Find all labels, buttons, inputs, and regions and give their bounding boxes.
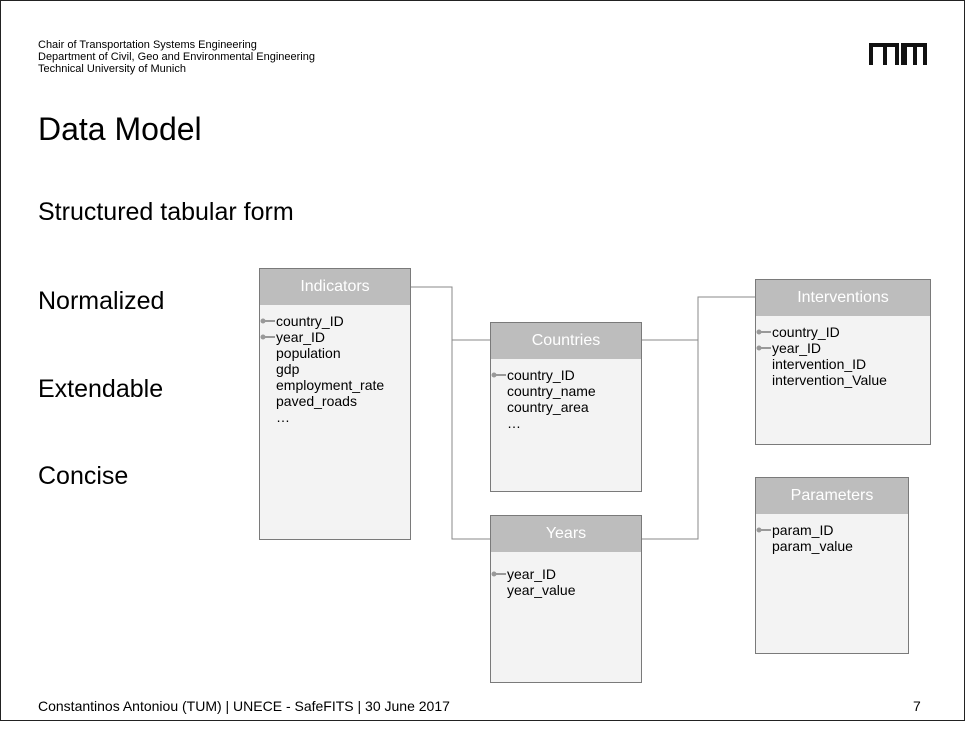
slide-title: Data Model [38,111,202,147]
tum-logo [869,43,927,65]
field-row: … [507,415,521,431]
field-row: country_ID [491,367,641,383]
table-header: Countries [491,323,641,359]
key-icon [756,329,771,335]
field-row: year_ID [260,329,410,345]
bullet-concise: Concise [38,462,129,490]
bullet-normalized: Normalized [38,287,165,315]
field-row: paved_roads [276,393,357,409]
field-name: year_ID [772,340,822,356]
field-row: intervention_ID [772,356,867,372]
table-interventions[interactable]: Interventions country_ID year_ID interve… [755,279,931,445]
table-header: Indicators [260,269,410,305]
table-header: Parameters [756,478,908,514]
field-name: country_ID [507,367,575,383]
field-row: country_ID [756,324,930,340]
table-years[interactable]: Years year_ID year_value [490,515,642,683]
table-header: Interventions [756,280,930,316]
key-icon [260,334,275,340]
field-row: year_ID [491,566,641,582]
field-row: country_area [507,399,589,415]
field-row: population [276,345,341,361]
key-icon [491,372,506,378]
institution-header: Chair of Transportation Systems Engineer… [38,39,315,75]
table-countries[interactable]: Countries country_ID country_name countr… [490,322,642,492]
header-university: Technical University of Munich [38,63,186,75]
field-row: country_name [507,383,596,399]
field-row: year_ID [756,340,930,356]
page-number: 7 [913,698,921,714]
field-name: country_ID [276,313,344,329]
field-row: employment_rate [276,377,385,393]
table-indicators[interactable]: Indicators country_ID year_ID population… [259,268,411,540]
bullet-structured: Structured tabular form [38,198,294,226]
slide-footer: Constantinos Antoniou (TUM) | UNECE - Sa… [38,698,450,714]
bullet-extendable: Extendable [38,375,164,403]
field-row: param_ID [756,522,908,538]
field-row: gdp [276,361,300,377]
table-parameters[interactable]: Parameters param_ID param_value [755,477,909,654]
field-row: year_value [507,582,576,598]
field-name: country_ID [772,324,840,340]
key-icon [491,571,506,577]
field-row: … [276,409,290,425]
field-row: country_ID [260,313,410,329]
key-icon [756,527,771,533]
header-chair: Chair of Transportation Systems Engineer… [38,39,257,51]
field-row: param_value [772,538,853,554]
key-icon [756,345,771,351]
key-icon [260,318,275,324]
table-header: Years [491,516,641,552]
field-name: year_ID [276,329,326,345]
field-name: param_ID [772,522,834,538]
field-row: intervention_Value [772,372,887,388]
header-department: Department of Civil, Geo and Environment… [38,51,315,63]
field-name: year_ID [507,566,557,582]
